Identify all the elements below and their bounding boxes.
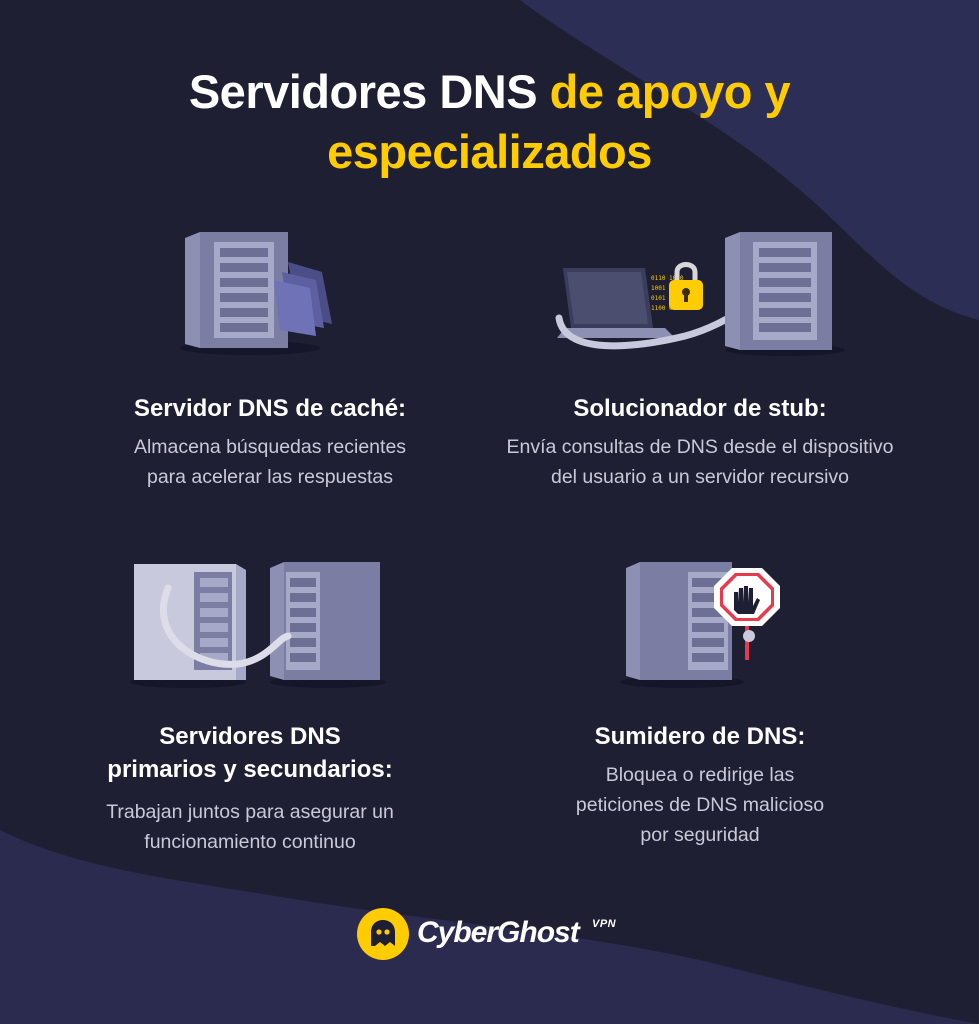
svg-text:0110 1010: 0110 1010 <box>651 275 684 282</box>
card-sinkhole-desc-line: Bloquea o redirige las <box>605 764 795 786</box>
card-cache-desc-line: Almacena búsquedas recientes <box>133 436 407 458</box>
bottom-left-blob <box>0 830 979 1024</box>
svg-text:1001 0110: 1001 0110 <box>651 285 684 292</box>
logo-suffix: VPN <box>592 918 617 930</box>
card-primary-secondary-desc-line: funcionamiento continuo <box>144 831 356 853</box>
two-linked-servers-icon <box>130 562 386 688</box>
card-primary-secondary-title-line: primarios y secundarios: <box>107 756 393 783</box>
page-title: Servidores DNS de apoyo y especializados <box>0 62 979 182</box>
ghost-icon <box>357 908 409 960</box>
svg-text:0101 1101: 0101 1101 <box>651 295 684 302</box>
title-yellow-line2: especializados <box>327 125 652 178</box>
card-stub-desc-line: Envía consultas de DNS desde el disposit… <box>506 436 894 458</box>
card-primary-secondary-desc-line: Trabajan juntos para asegurar un <box>106 801 394 823</box>
logo-name: CyberGhost <box>417 916 580 949</box>
server-stop-sign-icon <box>620 562 780 688</box>
card-sinkhole-desc-line: peticiones de DNS malicioso <box>575 794 825 816</box>
card-cache-title: Servidor DNS de caché: <box>133 395 407 422</box>
title-white-part: Servidores DNS <box>188 65 538 118</box>
title-yellow-part: de apoyo y <box>549 65 791 118</box>
cyberghost-logo: CyberGhost VPN <box>355 906 625 962</box>
laptop-lock-server-icon: 0110 1010 1001 0110 0101 1101 1100 0011 <box>555 232 845 356</box>
card-sinkhole-desc-line: por seguridad <box>640 824 760 846</box>
svg-text:1100 0011: 1100 0011 <box>651 305 684 312</box>
card-stub-desc-line: del usuario a un servidor recursivo <box>550 466 850 488</box>
card-sinkhole-title: Sumidero de DNS: <box>594 723 806 750</box>
card-cache-desc-line: para acelerar las respuestas <box>146 466 394 488</box>
card-stub-title: Solucionador de stub: <box>573 395 827 422</box>
card-stub-desc: Envía consultas de DNS desde el disposit… <box>460 432 940 492</box>
card-primary-secondary-desc: Trabajan juntos para asegurar un funcion… <box>40 797 460 857</box>
top-right-blob <box>520 0 979 320</box>
card-cache-desc: Almacena búsquedas recientes para aceler… <box>60 432 480 492</box>
card-sinkhole-desc: Bloquea o redirige las peticiones de DNS… <box>490 760 910 850</box>
card-primary-secondary-title-line: Servidores DNS <box>159 723 341 750</box>
card-primary-secondary-title: Servidores DNS primarios y secundarios: <box>40 720 460 786</box>
server-with-folders-icon <box>180 232 332 355</box>
